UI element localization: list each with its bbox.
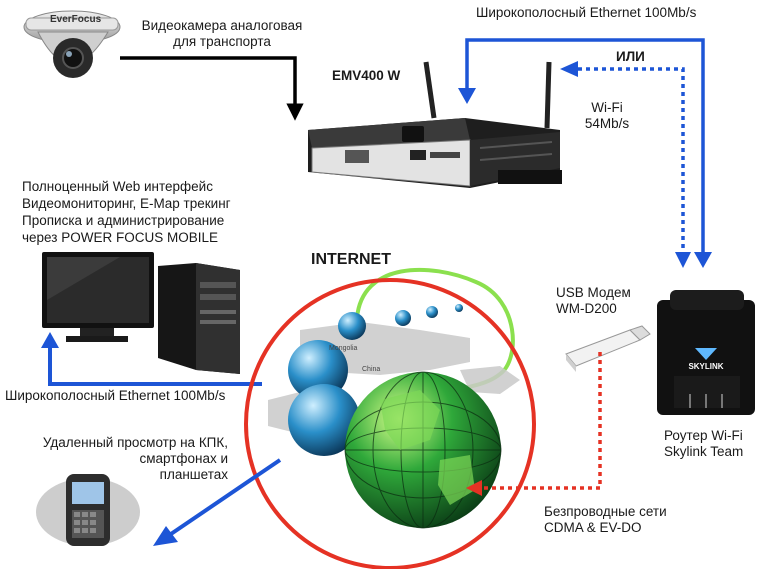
workstation-image [42, 252, 240, 374]
router-image [657, 290, 755, 415]
camera-to-dvr-arrow [120, 56, 304, 121]
top-ethernet-label: Широкополосный Ethernet 100Mb/s [476, 5, 697, 20]
blue-globe [288, 384, 360, 456]
dvr-model-label: EMV400 W [332, 68, 401, 83]
small-globe-3 [426, 306, 438, 318]
usb-modem-image [565, 325, 651, 372]
camera-brand-label: EverFocus [50, 14, 102, 25]
bottom-ethernet-label: Широкополосный Ethernet 100Mb/s [5, 388, 226, 403]
camera-caption: Видеокамера аналоговая для транспорта [124, 18, 320, 50]
router-line2: Skylink Team [664, 444, 744, 459]
remote-view-arrow [166, 458, 282, 538]
ethernet-link-top-arrow [465, 38, 705, 258]
ethernet-link-bottom-arrow [48, 344, 262, 386]
small-globe-1 [338, 312, 366, 340]
dome-camera-image [23, 10, 121, 78]
web-line4: через POWER FOCUS MOBILE [22, 230, 218, 245]
or-label: ИЛИ [616, 49, 645, 64]
camera-caption-line1: Видеокамера аналоговая [141, 18, 303, 33]
remote-line1: Удаленный просмотр на КПК, [42, 435, 228, 450]
green-globe [344, 371, 502, 529]
wifi-link-dotted-arrow [574, 67, 685, 256]
internet-label: INTERNET [311, 251, 391, 268]
remote-line2: смартфонах и [139, 451, 228, 466]
router-label: Роутер Wi-Fi Skylink Team [664, 428, 743, 460]
wireless-line2: CDMA & EV-DO [544, 520, 642, 535]
router-line1: Роутер Wi-Fi [664, 428, 743, 443]
web-line2: Видеомониторинг, E-Map трекинг [22, 196, 231, 211]
internet-red-ring [244, 278, 536, 569]
router-brand-label: SKYLINK [688, 362, 724, 371]
web-line3: Прописка и администрирование [22, 213, 225, 228]
mobile-devices-image [36, 474, 140, 546]
dvr-device-image [308, 61, 562, 188]
wireless-link-red-dotted [478, 352, 602, 490]
web-interface-text: Полноценный Web интерфейс Видеомониторин… [22, 178, 231, 246]
wifi-label: Wi-Fi 54Mb/s [570, 100, 644, 132]
china-label: China [362, 366, 381, 373]
mongolia-label: Mongolia [329, 345, 358, 352]
usb-modem-line1: USB Модем [556, 285, 631, 300]
camera-caption-line2: для транспорта [173, 34, 271, 49]
remote-view-text: Удаленный просмотр на КПК, смартфонах и … [8, 435, 228, 483]
small-globe-2 [395, 310, 411, 326]
usb-modem-line2: WM-D200 [556, 301, 617, 316]
medium-globe [288, 340, 348, 400]
wifi-line2: 54Mb/s [584, 116, 630, 131]
remote-line3: планшетах [159, 467, 228, 482]
small-globe-4 [455, 304, 463, 312]
usb-modem-label: USB Модем WM-D200 [556, 285, 631, 317]
wifi-line1: Wi-Fi [591, 100, 623, 115]
wireless-networks-label: Безпроводные сети CDMA & EV-DO [544, 504, 667, 536]
wireless-line1: Безпроводные сети [544, 504, 667, 519]
web-line1: Полноценный Web интерфейс [22, 179, 213, 194]
